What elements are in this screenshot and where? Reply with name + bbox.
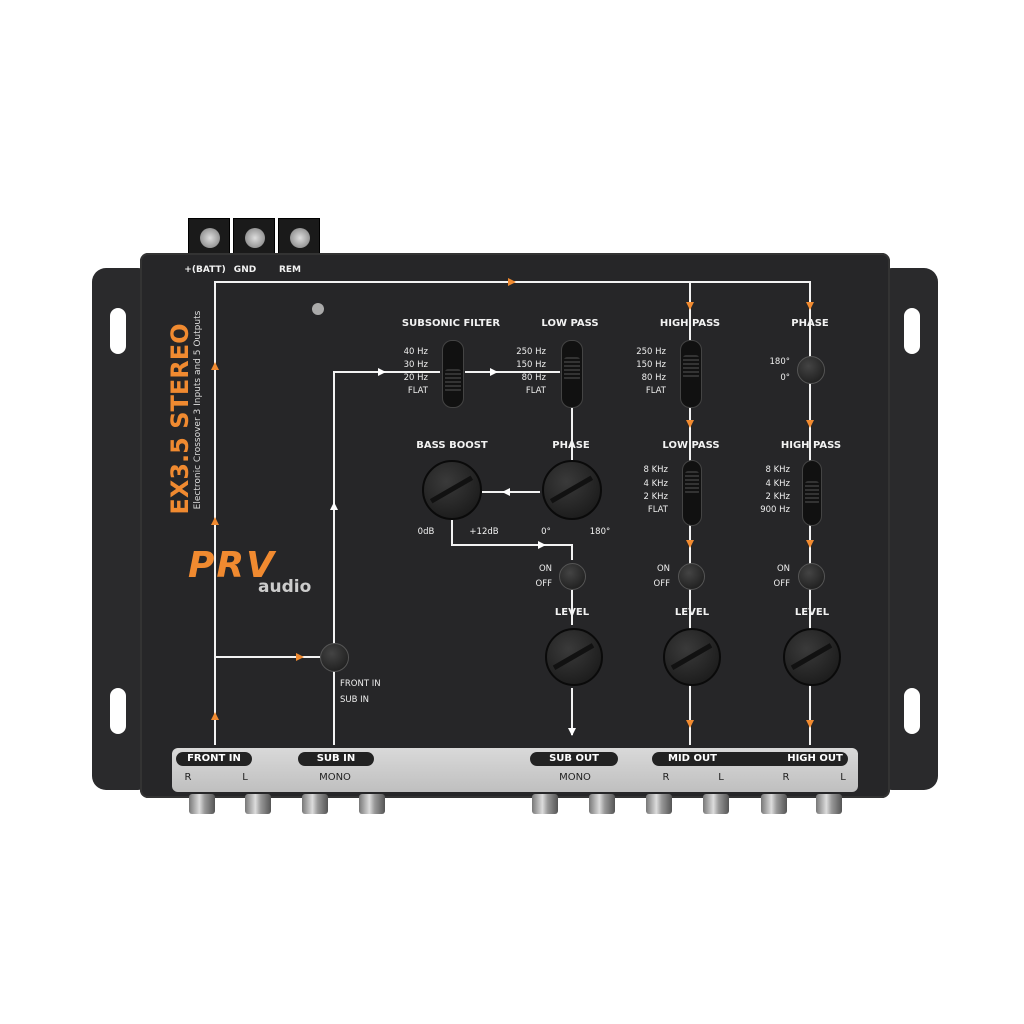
sub-level-title: LEVEL xyxy=(554,607,590,618)
channel-label: R xyxy=(184,772,192,783)
rca-mid-out-r[interactable] xyxy=(646,794,672,814)
screw-icon xyxy=(245,228,265,248)
sub-in-label: SUB IN xyxy=(340,695,370,705)
terminal-rem[interactable] xyxy=(278,218,320,256)
rca-mid-out-l[interactable] xyxy=(703,794,729,814)
min-label: 0° xyxy=(541,527,551,537)
terminal-gnd[interactable] xyxy=(233,218,275,256)
mid-level-knob[interactable] xyxy=(663,628,721,686)
min-label: 0dB xyxy=(417,527,435,537)
max-label: +12dB xyxy=(469,527,499,537)
mid-on-off-button[interactable] xyxy=(678,563,705,590)
bass-boost-knob[interactable] xyxy=(422,460,482,520)
high-phase-button[interactable] xyxy=(797,356,825,384)
off-label: OFF xyxy=(773,579,790,589)
high-high-pass-slider[interactable] xyxy=(802,460,822,526)
channel-label: L xyxy=(840,772,846,783)
off-label: OFF xyxy=(653,579,670,589)
option-label: 150 Hz xyxy=(516,360,546,370)
channel-label: MONO xyxy=(559,772,591,783)
option-label: FLAT xyxy=(645,386,666,396)
high-level-knob[interactable] xyxy=(783,628,841,686)
model-subtitle: Electronic Crossover 3 Inputs and 5 Outp… xyxy=(193,310,203,510)
channel-label: R xyxy=(782,772,790,783)
sub-in-pill: SUB IN xyxy=(298,752,374,766)
bass-boost-title: BASS BOOST xyxy=(416,440,488,451)
brand-logo: PRV xyxy=(188,545,276,586)
option-label: 0° xyxy=(780,373,790,383)
option-label: 2 KHz xyxy=(643,492,668,502)
channel-label: R xyxy=(662,772,670,783)
option-label: 20 Hz xyxy=(403,373,428,383)
option-label: FLAT xyxy=(407,386,428,396)
rca-sub-in-2[interactable] xyxy=(359,794,385,814)
model-name: EX3.5 STEREO xyxy=(166,323,194,515)
sub-level-knob[interactable] xyxy=(545,628,603,686)
on-label: ON xyxy=(776,564,790,574)
connector-label-strip: FRONT IN SUB IN SUB OUT MID OUT HIGH OUT… xyxy=(172,748,858,792)
option-label: 8 KHz xyxy=(643,465,668,475)
label-rem: REM xyxy=(278,265,302,275)
max-label: 180° xyxy=(589,527,611,537)
channel-label: L xyxy=(718,772,724,783)
crossover-chassis xyxy=(140,253,890,798)
subsonic-filter-slider[interactable] xyxy=(442,340,464,408)
option-label: 80 Hz xyxy=(641,373,666,383)
high-level-title: LEVEL xyxy=(794,607,830,618)
mid-out-pill: MID OUT xyxy=(652,752,848,766)
channel-label: MONO xyxy=(319,772,351,783)
mid-level-title: LEVEL xyxy=(674,607,710,618)
label-gnd: GND xyxy=(233,265,257,275)
rca-front-in-r[interactable] xyxy=(189,794,215,814)
high-phase-title: PHASE xyxy=(791,318,829,329)
rca-sub-in-1[interactable] xyxy=(302,794,328,814)
high-out-pill: HIGH OUT xyxy=(787,753,843,764)
channel-label: L xyxy=(242,772,248,783)
sub-on-off-button[interactable] xyxy=(559,563,586,590)
rca-high-out-l[interactable] xyxy=(816,794,842,814)
front-in-pill: FRONT IN xyxy=(176,752,252,766)
high-high-pass-title: HIGH PASS xyxy=(780,440,842,451)
rca-high-out-r[interactable] xyxy=(761,794,787,814)
high-on-off-button[interactable] xyxy=(798,563,825,590)
on-label: ON xyxy=(538,564,552,574)
option-label: FLAT xyxy=(525,386,546,396)
option-label: 150 Hz xyxy=(636,360,666,370)
mid-high-pass-title: HIGH PASS xyxy=(659,318,721,329)
mid-low-pass-slider[interactable] xyxy=(682,460,702,526)
option-label: 4 KHz xyxy=(643,479,668,489)
sub-phase-knob[interactable] xyxy=(542,460,602,520)
rca-front-in-l[interactable] xyxy=(245,794,271,814)
option-label: 40 Hz xyxy=(403,347,428,357)
sub-low-pass-slider[interactable] xyxy=(561,340,583,408)
option-label: 8 KHz xyxy=(765,465,790,475)
option-label: FLAT xyxy=(647,505,668,515)
label-batt: +(BATT) xyxy=(184,265,226,275)
sub-out-pill: SUB OUT xyxy=(530,752,618,766)
on-label: ON xyxy=(656,564,670,574)
screw-icon xyxy=(290,228,310,248)
option-label: 4 KHz xyxy=(765,479,790,489)
option-label: 2 KHz xyxy=(765,492,790,502)
rca-sub-out-1[interactable] xyxy=(532,794,558,814)
option-label: 250 Hz xyxy=(516,347,546,357)
sub-low-pass-title: LOW PASS xyxy=(541,318,599,329)
brand-sub: audio xyxy=(258,577,312,597)
subsonic-title: SUBSONIC FILTER xyxy=(401,318,501,329)
sub-phase-title: PHASE xyxy=(552,440,590,451)
option-label: 30 Hz xyxy=(403,360,428,370)
option-label: 250 Hz xyxy=(636,347,666,357)
led-indicator xyxy=(312,303,324,315)
option-label: 180° xyxy=(769,357,790,367)
option-label: 900 Hz xyxy=(760,505,790,515)
mid-low-pass-title: LOW PASS xyxy=(662,440,720,451)
off-label: OFF xyxy=(535,579,552,589)
option-label: 80 Hz xyxy=(521,373,546,383)
input-select-button[interactable] xyxy=(320,643,349,672)
rca-sub-out-2[interactable] xyxy=(589,794,615,814)
front-in-label: FRONT IN xyxy=(340,679,381,689)
screw-icon xyxy=(200,228,220,248)
mid-high-pass-slider[interactable] xyxy=(680,340,702,408)
